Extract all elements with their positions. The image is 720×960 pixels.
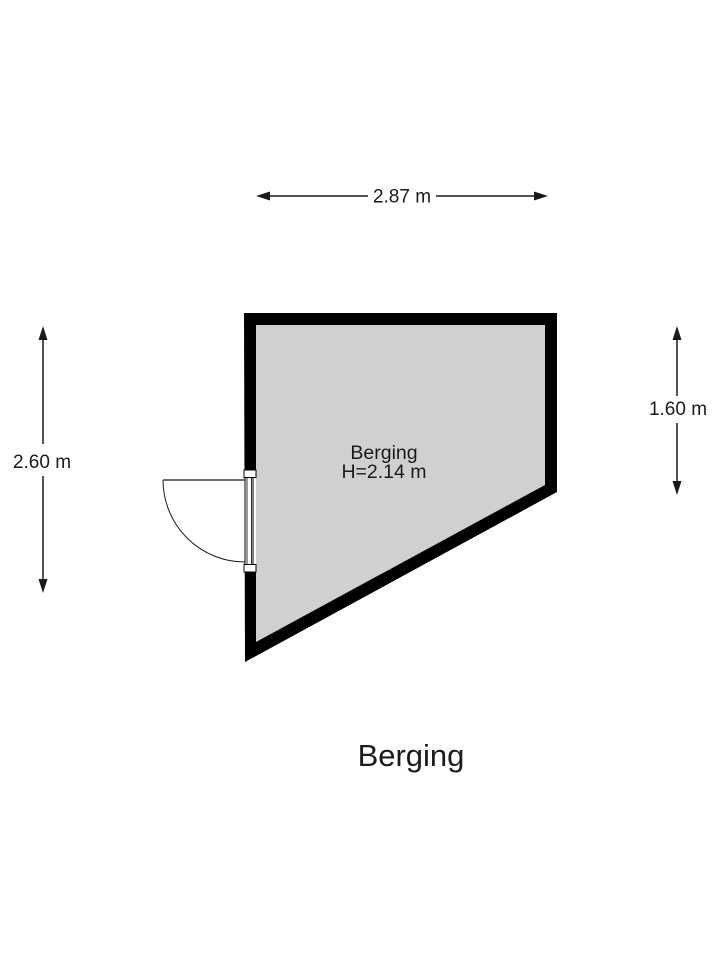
dimension-top: 2.87 m (256, 187, 548, 208)
arrow-down-icon (672, 481, 682, 495)
arrow-down-icon (38, 579, 48, 593)
dim-left-label: 2.60 m (13, 452, 71, 473)
room-height-label: H=2.14 m (341, 461, 426, 483)
dimension-left: 2.60 m (13, 326, 71, 593)
door-sill-top (243, 469, 257, 478)
dimension-right: 1.60 m (649, 326, 707, 495)
dim-top-label: 2.87 m (373, 187, 431, 208)
arrow-up-icon (672, 326, 682, 340)
arrow-left-icon (256, 191, 270, 201)
room-floor (256, 325, 545, 642)
arrow-up-icon (38, 326, 48, 340)
door-jamb (244, 477, 254, 565)
door-swing-arc (162, 479, 246, 563)
dim-right-label: 1.60 m (649, 399, 707, 420)
plan-title: Berging (358, 738, 465, 773)
door (162, 469, 257, 573)
door-sill-bottom (243, 564, 257, 573)
room-name-label: Berging (350, 442, 417, 464)
arrow-right-icon (534, 191, 548, 201)
